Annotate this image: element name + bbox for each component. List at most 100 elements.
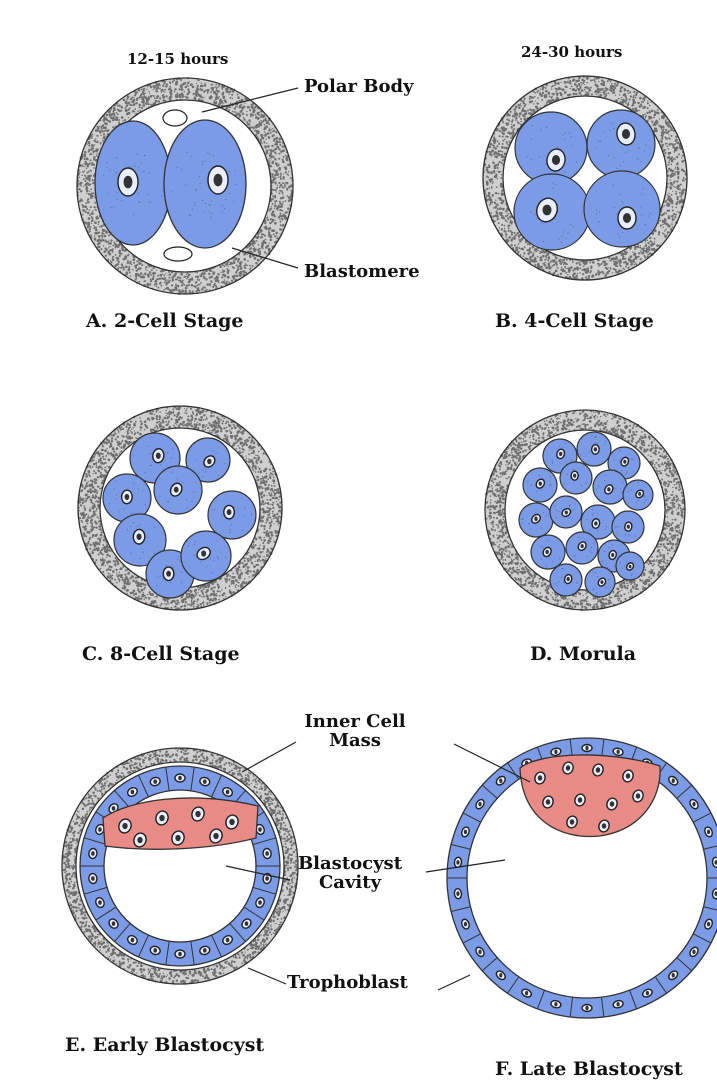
zona-stipple	[151, 275, 152, 276]
zona-stipple	[518, 106, 521, 109]
zona-stipple	[99, 126, 101, 128]
zona-stipple	[213, 101, 215, 103]
zona-stipple	[91, 524, 93, 526]
zona-stipple	[102, 571, 104, 573]
zona-stipple	[595, 77, 597, 79]
zona-stipple	[173, 79, 175, 81]
zona-stipple	[267, 145, 270, 148]
zona-stipple	[242, 451, 244, 453]
cytoplasm-granule	[229, 193, 230, 194]
zona-stipple	[217, 583, 219, 585]
zona-stipple	[206, 270, 208, 272]
zona-stipple	[229, 91, 231, 93]
zona-stipple	[85, 535, 87, 537]
zona-stipple	[187, 273, 188, 274]
zona-stipple	[181, 84, 182, 85]
zona-stipple	[96, 534, 98, 536]
zona-stipple	[515, 117, 517, 119]
zona-stipple	[612, 92, 614, 94]
zona-stipple	[86, 227, 87, 228]
zona-stipple	[175, 83, 178, 86]
zona-stipple	[520, 121, 522, 123]
zona-stipple	[267, 478, 269, 480]
zona-stipple	[190, 422, 192, 424]
zona-stipple	[280, 178, 282, 180]
cytoplasm-granule	[620, 165, 621, 166]
zona-stipple	[587, 87, 589, 89]
zona-stipple	[583, 265, 585, 267]
zona-stipple	[521, 110, 524, 113]
cytoplasm-granule	[225, 199, 226, 200]
zona-stipple	[141, 107, 143, 109]
zona-stipple	[638, 256, 640, 258]
zona-stipple	[255, 538, 257, 540]
zona-stipple	[661, 128, 663, 130]
zona-stipple	[178, 94, 181, 97]
zona-stipple	[562, 262, 564, 264]
zona-stipple	[673, 213, 675, 215]
zona-stipple	[498, 171, 501, 174]
zona-stipple	[662, 232, 663, 233]
zona-stipple	[245, 565, 246, 566]
zona-stipple	[281, 218, 282, 219]
zona-stipple	[111, 578, 113, 580]
zona-stipple	[568, 271, 570, 273]
zona-stipple	[274, 492, 276, 494]
zona-stipple	[166, 95, 168, 97]
zona-stipple	[494, 151, 496, 153]
nucleolus	[552, 155, 560, 165]
zona-stipple	[127, 442, 129, 444]
zona-stipple	[83, 186, 84, 187]
zona-stipple	[219, 266, 221, 268]
zona-stipple	[564, 258, 566, 260]
zona-stipple	[126, 589, 129, 592]
zona-stipple	[681, 196, 682, 197]
zona-stipple	[579, 264, 581, 266]
nucleolus	[543, 205, 552, 216]
zona-stipple	[258, 244, 260, 246]
zona-stipple	[143, 592, 144, 593]
zona-stipple	[210, 91, 212, 93]
zona-stipple	[575, 80, 578, 83]
zona-stipple	[109, 110, 111, 112]
zona-stipple	[136, 264, 138, 266]
zona-stipple	[261, 242, 264, 245]
zona-stipple	[496, 204, 498, 206]
zona-stipple	[537, 97, 539, 99]
zona-stipple	[95, 138, 97, 140]
zona-stipple	[522, 107, 524, 109]
zona-stipple	[109, 549, 111, 551]
zona-stipple	[599, 271, 601, 273]
zona-stipple	[505, 210, 507, 212]
zona-stipple	[620, 88, 622, 90]
zona-stipple	[93, 508, 94, 509]
zona-stipple	[287, 174, 289, 176]
zona-stipple	[666, 123, 668, 125]
zona-stipple	[259, 112, 260, 113]
zona-stipple	[255, 471, 257, 473]
cytoplasm-granule	[224, 208, 225, 209]
zona-stipple	[285, 217, 287, 219]
zona-stipple	[102, 445, 104, 447]
zona-stipple	[169, 86, 171, 88]
cytoplasm-granule	[138, 166, 139, 167]
zona-stipple	[541, 266, 543, 268]
cytoplasm-granule	[234, 170, 235, 171]
cytoplasm-granule	[205, 203, 206, 204]
cytoplasm-granule	[646, 145, 647, 146]
zona-stipple	[187, 603, 189, 605]
zona-stipple	[656, 244, 659, 247]
zona-stipple	[646, 239, 648, 241]
cytoplasm-granule	[600, 141, 601, 142]
zona-stipple	[575, 93, 577, 95]
cytoplasm-granule	[192, 209, 193, 210]
zona-stipple	[499, 135, 501, 137]
zona-stipple	[141, 264, 143, 266]
zona-stipple	[105, 235, 107, 237]
zona-stipple	[635, 258, 637, 260]
zona-stipple	[130, 420, 132, 422]
zona-stipple	[99, 488, 101, 490]
zona-stipple	[237, 266, 239, 268]
zona-stipple	[206, 595, 208, 597]
zona-stipple	[243, 119, 245, 121]
